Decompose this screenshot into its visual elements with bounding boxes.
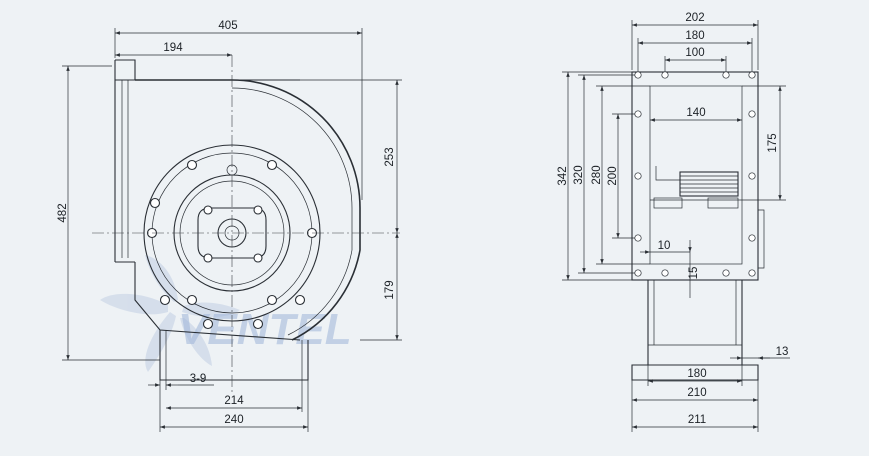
watermark-text: VENTEL (178, 305, 352, 354)
bolt-hole (294, 294, 306, 306)
dim-240-label: 240 (224, 414, 243, 426)
bolt-hole (661, 269, 669, 277)
dim-ext-lines (742, 85, 786, 201)
housing-side-walls (647, 280, 743, 365)
dim-180-top-label: 180 (685, 30, 704, 42)
side-view: 202 180 100 140 175 342 320 280 200 (557, 12, 790, 432)
dim-280-label: 280 (591, 165, 603, 184)
dim-214-label: 214 (224, 395, 244, 407)
dim-15-label: 15 (688, 267, 700, 280)
bolt-hole (634, 269, 642, 277)
bolt-hole (266, 159, 278, 171)
dim-194-label: 194 (163, 42, 183, 54)
bolt-hole (748, 71, 756, 79)
outlet-flange (631, 71, 759, 281)
bolt-hole (186, 294, 198, 306)
dim-211-label: 211 (688, 414, 706, 426)
dim-180-base-label: 180 (687, 368, 706, 380)
dim-ext-lines (300, 79, 402, 341)
dim-13-label: 13 (776, 346, 789, 358)
dim-ext-lines (612, 113, 635, 239)
bolt-hole (252, 318, 264, 330)
base-foot (159, 330, 309, 381)
motor-lead (655, 166, 680, 181)
motor-clamp-left (653, 197, 683, 209)
motor-bolt-holes (203, 205, 263, 263)
bolt-hole (748, 234, 756, 242)
watermark-logo: VENTEL (100, 255, 352, 372)
dim-100-label: 100 (685, 47, 704, 59)
housing-outlet-edge (114, 59, 136, 263)
bolt-hole (202, 318, 214, 330)
housing-inner-walls (653, 280, 737, 345)
bolt-hole (722, 71, 730, 79)
dim-210-label: 210 (687, 387, 706, 399)
bolt-hole (253, 205, 263, 215)
dim-ext-lines (631, 380, 759, 432)
dim-482-label: 482 (57, 203, 69, 222)
bolt-hole (203, 205, 213, 215)
dim-3-9-label: 3-9 (190, 373, 207, 385)
bolt-hole (748, 269, 756, 277)
volute-outer (135, 79, 361, 341)
base-foot-inner (165, 330, 303, 380)
dim-ext-lines (62, 65, 160, 361)
dim-320-label: 320 (573, 165, 585, 184)
motor-clamp-right (707, 197, 739, 209)
bolt-hole (186, 159, 198, 171)
volute-inner (231, 87, 353, 336)
dim-253-label: 253 (384, 147, 396, 166)
dim-202-label: 202 (685, 12, 704, 24)
bolt-hole (661, 71, 669, 79)
dim-ext-lines (578, 74, 635, 274)
dim-ext-lines (562, 71, 632, 281)
dim-342-label: 342 (557, 166, 569, 185)
dim-ext-lines (114, 28, 363, 200)
front-view: 405 194 482 253 179 3-9 214 240 (57, 20, 402, 432)
housing-outlet-inner (121, 80, 129, 258)
bolt-hole (634, 234, 642, 242)
dim-10-label: 10 (658, 240, 671, 252)
dim-140-label: 140 (686, 107, 705, 119)
dim-405-label: 405 (218, 20, 237, 32)
side-bracket (758, 209, 765, 269)
bolt-hole (634, 110, 642, 118)
bolt-hole (634, 172, 642, 180)
bolt-hole (203, 253, 213, 263)
outlet-opening (649, 85, 743, 265)
flange-bolt-holes (146, 159, 318, 330)
outlet-flange-holes (634, 71, 756, 277)
impeller-blades (680, 175, 738, 193)
dim-200-label: 200 (607, 166, 619, 185)
bolt-hole (634, 71, 642, 79)
dim-179-label: 179 (384, 280, 396, 299)
bolt-hole (149, 197, 161, 209)
housing-bottom (134, 262, 301, 341)
bolt-hole (722, 269, 730, 277)
dim-ext-lines (596, 85, 650, 265)
bolt-hole (748, 110, 756, 118)
bolt-hole (748, 172, 756, 180)
dim-175-label: 175 (767, 133, 779, 152)
bolt-hole (266, 294, 278, 306)
bolt-hole (253, 253, 263, 263)
bolt-hole (159, 294, 171, 306)
dim-ext-lines (631, 20, 759, 70)
